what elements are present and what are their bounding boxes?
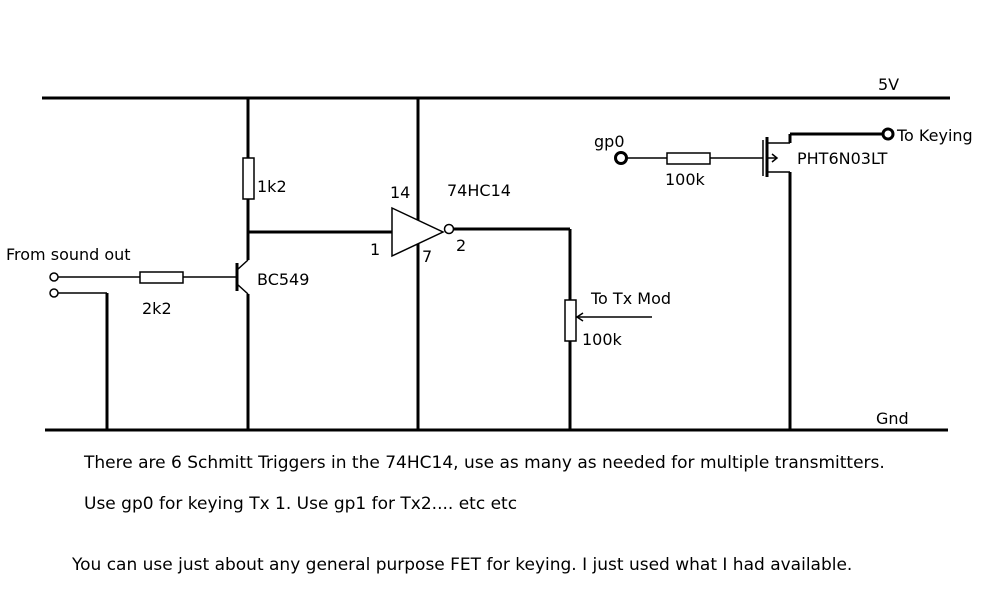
transistor-label: BC549 bbox=[257, 270, 309, 289]
ground-rail-label: Gnd bbox=[876, 409, 909, 428]
pin-out-label: 2 bbox=[456, 236, 466, 255]
gate-resistor bbox=[666, 152, 711, 165]
schmitt-inverter-74hc14 bbox=[391, 98, 572, 430]
transistor-bc549 bbox=[235, 98, 250, 430]
base-resistor bbox=[139, 271, 184, 284]
fet-label: PHT6N03LT bbox=[797, 149, 888, 168]
note-fet: You can use just about any general purpo… bbox=[71, 555, 852, 575]
collector-resistor bbox=[242, 157, 255, 200]
gp0-terminal bbox=[614, 151, 667, 165]
supply-rail-label: 5V bbox=[878, 75, 899, 94]
potentiometer bbox=[564, 299, 652, 430]
gp0-label: gp0 bbox=[594, 132, 625, 151]
pin-in-label: 1 bbox=[370, 240, 380, 259]
ic-label: 74HC14 bbox=[447, 181, 511, 200]
fet-pht6n03lt bbox=[762, 127, 895, 430]
pin-vcc-label: 14 bbox=[390, 183, 410, 202]
note-schmitt-triggers: There are 6 Schmitt Triggers in the 74HC… bbox=[83, 453, 885, 473]
note-gp-keying: Use gp0 for keying Tx 1. Use gp1 for Tx2… bbox=[84, 494, 517, 514]
base-resistor-label: 2k2 bbox=[142, 299, 172, 318]
input-terminals bbox=[49, 272, 140, 430]
gate-resistor-label: 100k bbox=[665, 170, 706, 189]
collector-resistor-label: 1k2 bbox=[257, 177, 287, 196]
input-label: From sound out bbox=[6, 245, 131, 264]
tx-mod-label: To Tx Mod bbox=[590, 289, 671, 308]
keying-label: To Keying bbox=[896, 126, 973, 145]
pot-label: 100k bbox=[582, 330, 623, 349]
pin-gnd-label: 7 bbox=[422, 247, 432, 266]
